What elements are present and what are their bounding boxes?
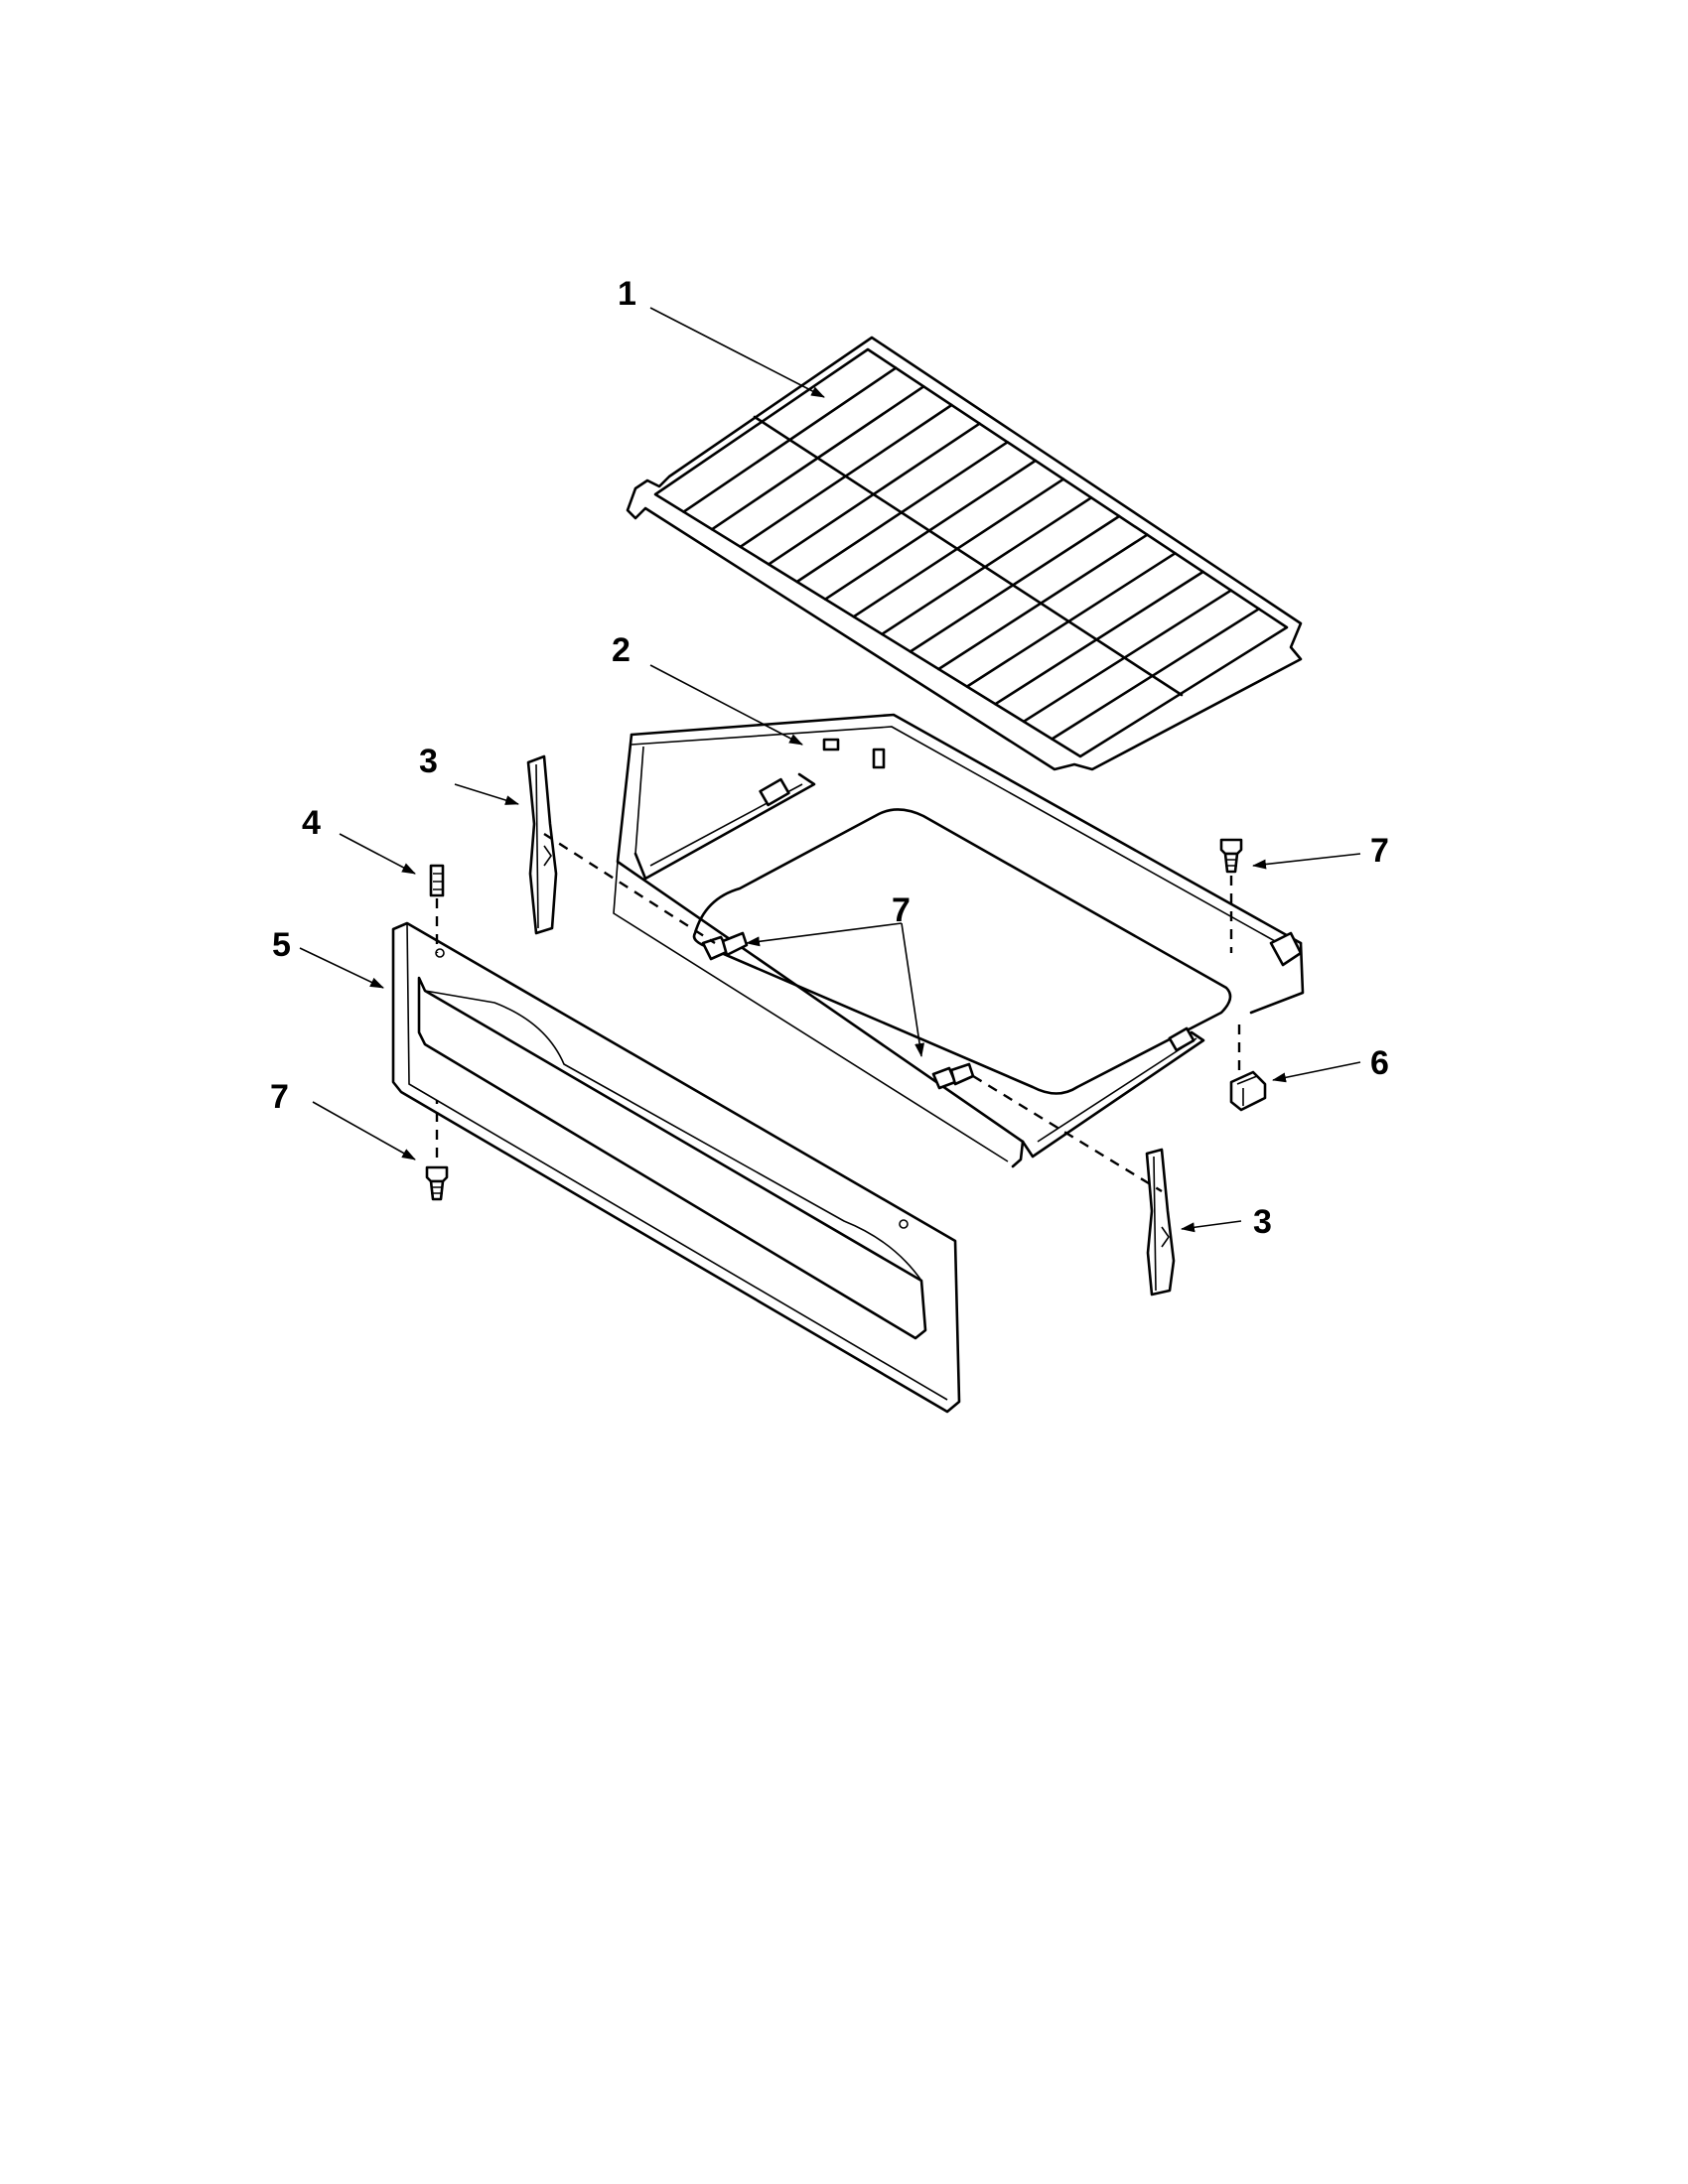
slide-rail-right: [1145, 1148, 1176, 1297]
drawer-front-panel: [391, 921, 961, 1414]
callout-7-top-right: 7: [1370, 832, 1389, 870]
callout-3-right: 3: [1253, 1203, 1272, 1241]
screw-bottom-left: [425, 1165, 449, 1201]
callout-2: 2: [612, 631, 631, 669]
screw-top-right: [1219, 838, 1243, 874]
rack-bar: [965, 552, 1177, 688]
callout-5: 5: [272, 926, 291, 964]
callout-7-bottom-left: 7: [270, 1078, 289, 1116]
rack-bar: [994, 570, 1204, 706]
rack-bar: [937, 533, 1149, 671]
stud-part: [429, 864, 445, 897]
rack-bar: [1022, 589, 1233, 724]
clip-part: [1229, 1070, 1267, 1112]
callout-4: 4: [302, 804, 321, 842]
slide-rail-left: [526, 754, 558, 935]
callout-6: 6: [1370, 1044, 1389, 1082]
rack-bar: [880, 496, 1093, 636]
screw-drawer-right: [931, 1062, 975, 1090]
rack-bar: [1051, 608, 1261, 741]
leader-arrows: [299, 307, 1361, 1233]
callout-7-drawer: 7: [892, 891, 911, 929]
callout-1: 1: [618, 275, 636, 313]
rack-bar: [852, 478, 1065, 618]
callout-3-left: 3: [419, 743, 438, 780]
alignment-lines: [435, 832, 1241, 1193]
rack-bar: [909, 514, 1121, 653]
oven-rack: [626, 336, 1303, 771]
